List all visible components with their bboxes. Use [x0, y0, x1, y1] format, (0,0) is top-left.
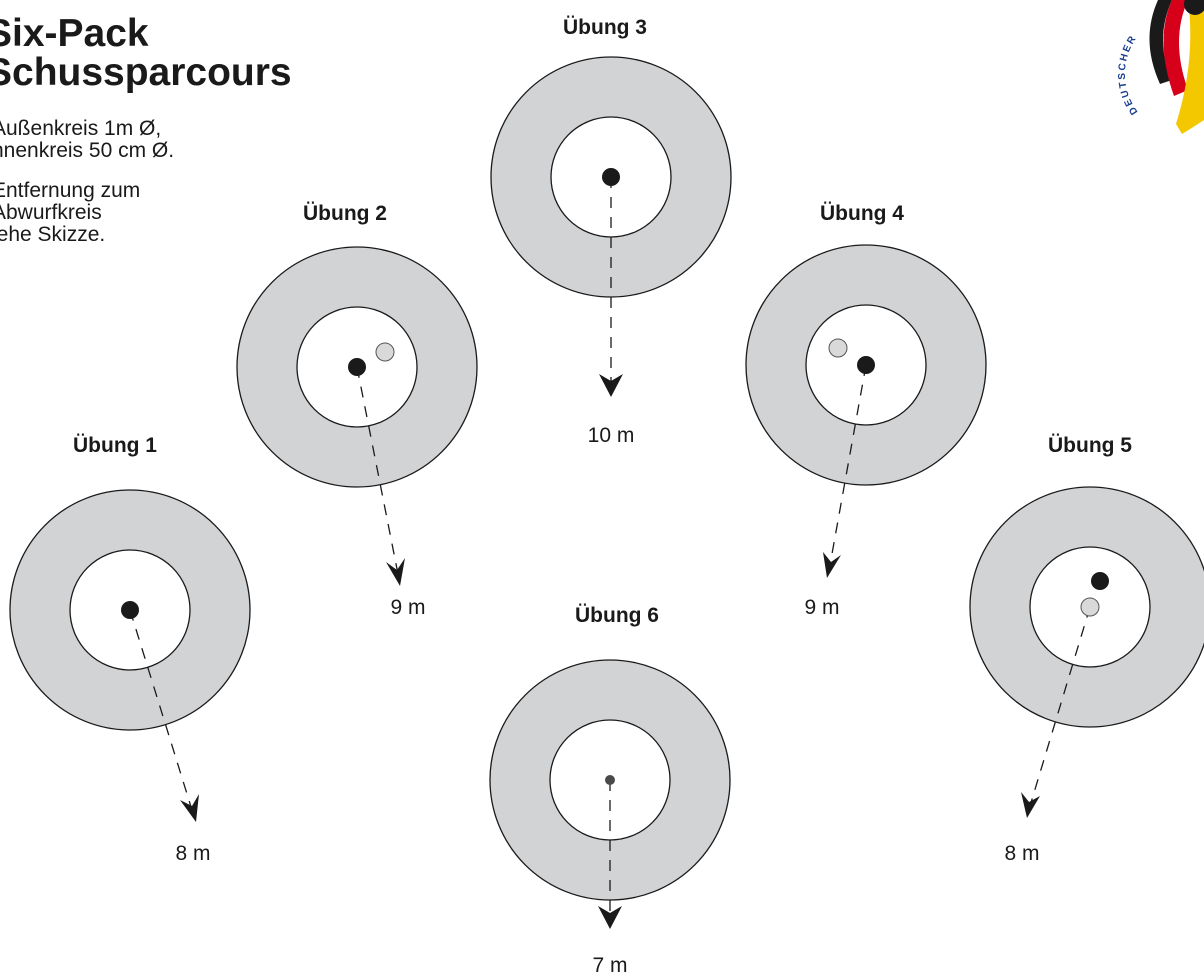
exercise-3-title: Übung 3	[563, 16, 647, 39]
exercise-1: Übung 1 8 m	[9, 434, 251, 865]
exercise-6: Übung 6 7 m	[489, 604, 731, 977]
exercise-3: Übung 3 10 m	[490, 16, 732, 447]
exercise-4: Übung 4 9 m	[745, 202, 987, 619]
exercise-3-arrow-icon	[599, 374, 623, 397]
exercise-3-distance: 10 m	[588, 424, 635, 447]
exercise-2: Übung 2 9 m	[236, 202, 478, 619]
note-line-2: nnenkreis 50 cm Ø.	[0, 139, 175, 162]
exercise-4-title: Übung 4	[820, 202, 904, 225]
note-line-3: Entfernung zum	[0, 179, 141, 202]
exercise-2-ball-grey	[375, 342, 395, 362]
exercise-5-title: Übung 5	[1048, 434, 1132, 457]
federation-logo: DEUTSCHER	[1117, 0, 1204, 134]
exercise-1-title: Übung 1	[73, 434, 157, 457]
note-line-4: Abwurfkreis	[0, 201, 102, 224]
exercise-1-arrow-icon	[180, 794, 199, 822]
exercise-2-arrow-icon	[386, 558, 405, 586]
exercise-2-title: Übung 2	[303, 202, 387, 225]
note-line-1: Außenkreis 1m Ø,	[0, 117, 162, 140]
logo-figure-head	[1184, 0, 1204, 15]
exercise-1-distance: 8 m	[175, 842, 210, 865]
exercise-6-distance: 7 m	[592, 954, 627, 977]
exercise-5-throw-line	[1029, 606, 1091, 807]
exercise-2-ball-black	[348, 358, 366, 376]
exercise-2-distance: 9 m	[390, 596, 425, 619]
logo-stripe-red	[1163, 0, 1188, 96]
circle-size-note: Außenkreis 1m Ø, nnenkreis 50 cm Ø.	[0, 118, 174, 162]
exercise-4-ball-grey	[828, 338, 848, 358]
title-line-2: Schussparcours	[0, 51, 292, 94]
exercise-6-title: Übung 6	[575, 604, 659, 627]
note-line-5: iehe Skizze.	[0, 223, 106, 246]
exercise-5: Übung 5 8 m	[969, 434, 1204, 865]
logo-text: DEUTSCHER	[1117, 33, 1141, 117]
exercise-1-throw-line	[129, 609, 193, 811]
exercise-4-distance: 9 m	[804, 596, 839, 619]
exercise-6-arrow-icon	[598, 906, 622, 929]
exercise-3-ball	[602, 168, 620, 186]
exercise-1-ball	[121, 601, 139, 619]
exercise-5-ball-grey	[1080, 597, 1100, 617]
logo-stripe-black	[1149, 0, 1172, 84]
exercise-6-ball	[605, 775, 615, 785]
exercise-4-arrow-icon	[823, 552, 841, 578]
page-title: Six-Pack Schussparcours	[0, 14, 292, 92]
exercise-2-throw-line	[356, 366, 399, 575]
exercise-4-throw-line	[829, 364, 867, 566]
exercise-5-arrow-icon	[1021, 792, 1040, 818]
distance-note: Entfernung zum Abwurfkreis iehe Skizze.	[0, 180, 140, 246]
exercise-4-ball-black	[857, 356, 875, 374]
title-line-1: Six-Pack	[0, 12, 149, 55]
exercise-5-ball-black	[1091, 572, 1109, 590]
exercise-5-distance: 8 m	[1004, 842, 1039, 865]
logo-stripe-gold	[1176, 0, 1204, 134]
